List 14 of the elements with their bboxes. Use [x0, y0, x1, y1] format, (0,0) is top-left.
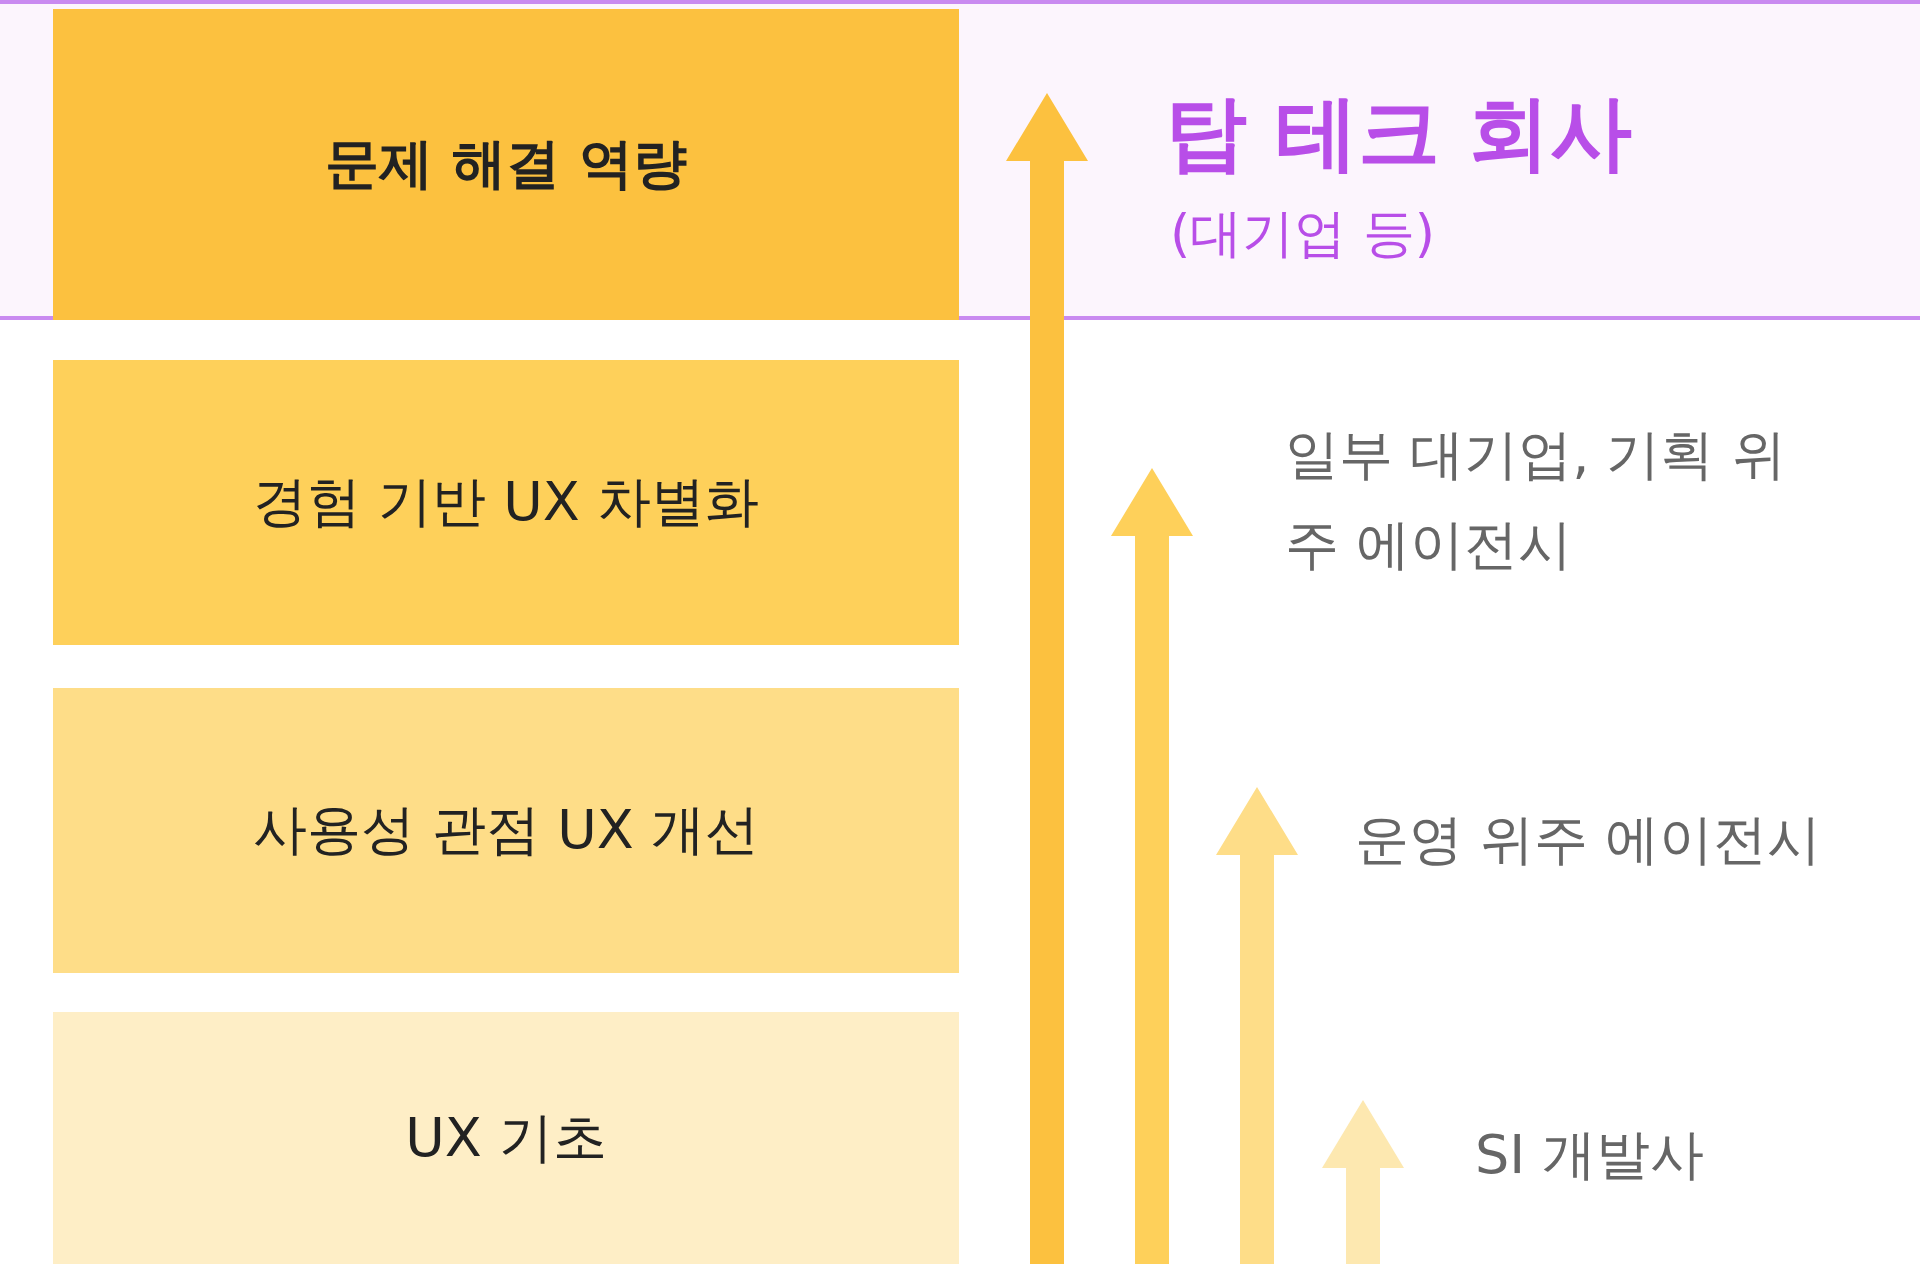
top-tier-band	[0, 0, 1920, 320]
band-subtitle: (대기업 등)	[1170, 202, 1436, 265]
level-label: 문제 해결 역량	[325, 131, 687, 197]
skill-level-box	[53, 1012, 959, 1264]
skill-level-box	[53, 9, 959, 320]
company-type-label: 운영 위주 에이전시	[1355, 807, 1823, 873]
company-type-label: SI 개발사	[1475, 1122, 1706, 1188]
level-label: UX 기초	[405, 1104, 607, 1171]
level-label: 사용성 관점 UX 개선	[253, 797, 759, 863]
company-type-label: 일부 대기업, 기획 위주 에이전시	[1285, 422, 1787, 578]
skill-level-box	[53, 360, 959, 645]
band-title: 탑 테크 회사	[1165, 84, 1633, 182]
skill-level-box	[53, 688, 959, 973]
level-label: 경험 기반 UX 차별화	[253, 469, 759, 535]
